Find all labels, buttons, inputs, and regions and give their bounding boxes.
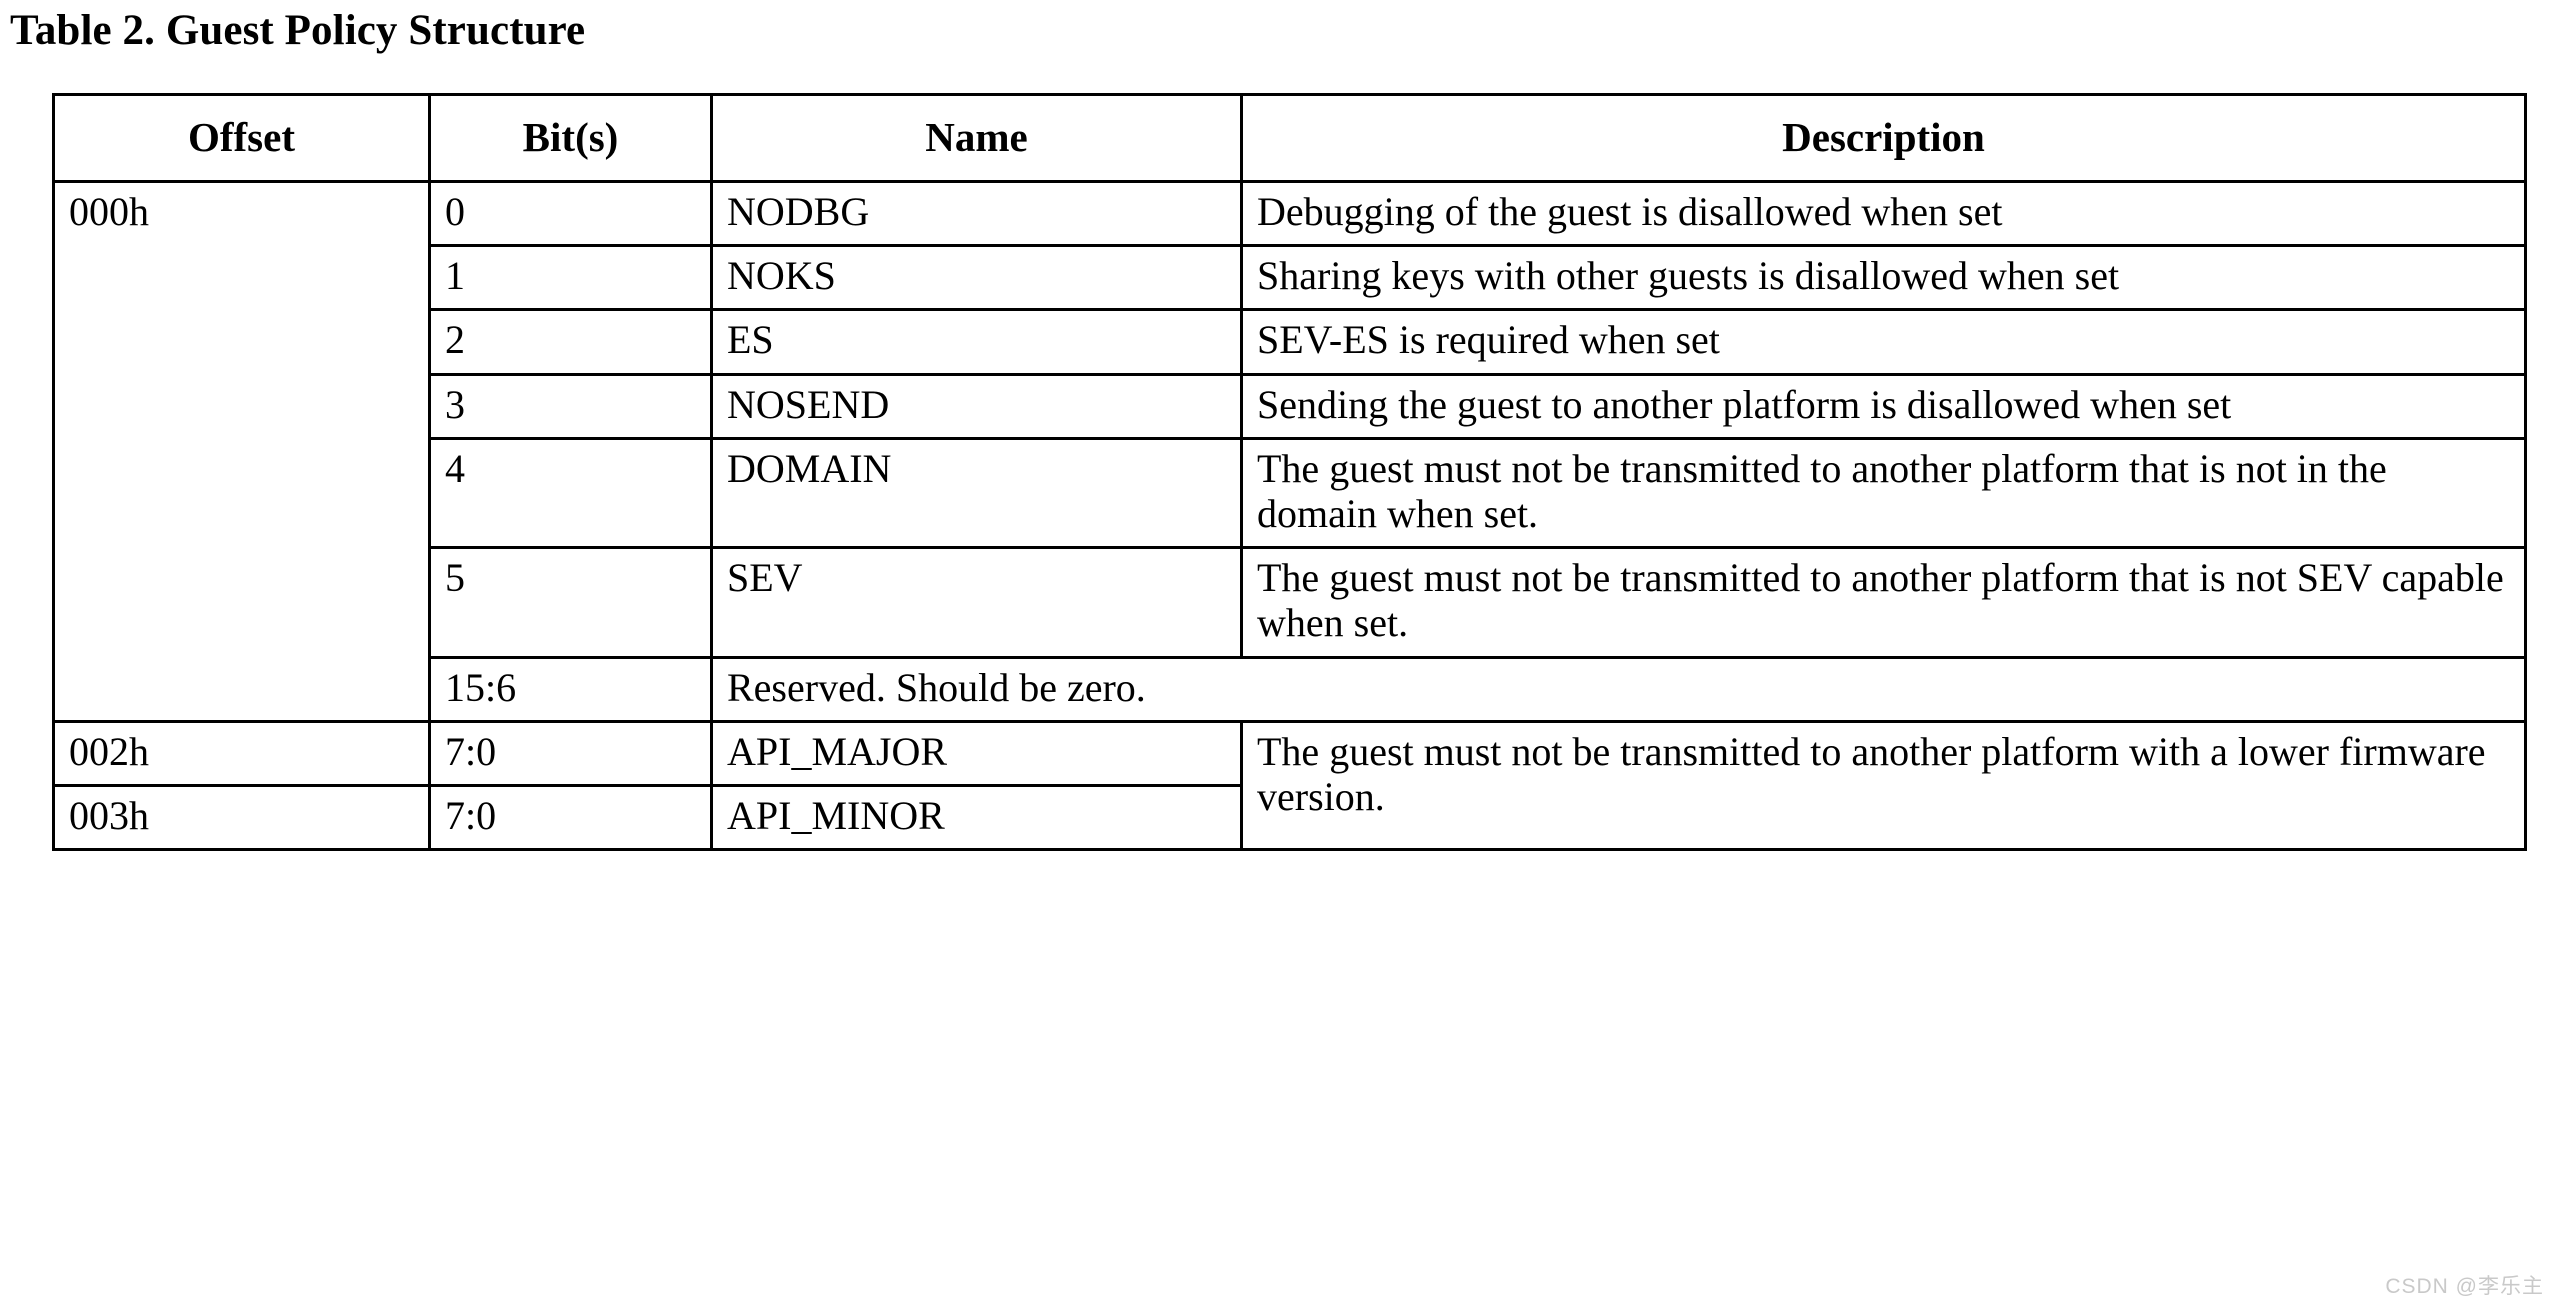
cell-bits: 15:6: [428, 655, 713, 723]
table-caption: Table 2. Guest Policy Structure: [10, 7, 586, 54]
column-header-bits: Bit(s): [428, 93, 713, 183]
cell-bits: 5: [428, 546, 713, 659]
cell-bits: 2: [428, 308, 713, 376]
cell-name: ES: [710, 308, 1243, 376]
cell-description: Debugging of the guest is disallowed whe…: [1240, 179, 2527, 248]
cell-description: The guest must not be transmitted to ano…: [1240, 546, 2527, 659]
table-header-row: Offset Bit(s) Name Description: [52, 93, 2527, 183]
cell-description: Sharing keys with other guests is disall…: [1240, 244, 2527, 312]
table-row: 1 NOKS Sharing keys with other guests is…: [54, 244, 2527, 312]
cell-name: NOSEND: [710, 372, 1243, 440]
table-container: Offset Bit(s) Name Description 000h 0 NO…: [52, 93, 2527, 852]
table-row: 002h 7:0 API_MAJOR The guest must not be…: [52, 719, 2527, 852]
cell-name: NOKS: [710, 244, 1243, 312]
cell-reserved-note: Reserved. Should be zero.: [710, 655, 2527, 723]
column-header-description: Description: [1240, 93, 2527, 183]
cell-bits: 1: [428, 244, 713, 312]
cell-name: API_MAJOR: [710, 719, 1243, 787]
cell-name: NODBG: [710, 179, 1243, 248]
table-row: 2 ES SEV-ES is required when set: [54, 308, 2527, 376]
table-row: 4 DOMAIN The guest must not be transmitt…: [54, 436, 2527, 550]
column-header-name: Name: [710, 93, 1243, 183]
table-row: 003h 7:0 API_MINOR: [52, 783, 2526, 852]
guest-policy-table: Offset Bit(s) Name Description 000h 0 NO…: [52, 93, 2527, 852]
cell-description: The guest must not be transmitted to ano…: [1240, 436, 2527, 550]
cell-name: SEV: [710, 546, 1243, 659]
cell-description: Sending the guest to another platform is…: [1240, 372, 2527, 440]
table-body: 000h 0 NODBG Debugging of the guest is d…: [52, 179, 2527, 852]
cell-description: SEV-ES is required when set: [1240, 308, 2527, 376]
cell-bits: 4: [428, 436, 713, 550]
csdn-watermark: CSDN @李乐主: [2385, 1275, 2544, 1298]
table-row: 000h 0 NODBG Debugging of the guest is d…: [52, 179, 2527, 723]
cell-name: API_MINOR: [710, 783, 1243, 852]
cell-bits: 3: [428, 372, 713, 440]
cell-offset: 000h: [52, 180, 431, 723]
column-header-offset: Offset: [52, 93, 431, 183]
cell-bits: 7:0: [428, 719, 713, 787]
cell-bits: 0: [428, 179, 713, 248]
cell-name: DOMAIN: [710, 436, 1243, 550]
table-row: 15:6 Reserved. Should be zero.: [54, 655, 2527, 723]
cell-description: The guest must not be transmitted to ano…: [1240, 719, 2527, 852]
table-row: 3 NOSEND Sending the guest to another pl…: [54, 372, 2527, 440]
cell-offset: 003h: [52, 783, 431, 852]
cell-offset: 002h: [52, 719, 431, 787]
table-header: Offset Bit(s) Name Description: [52, 93, 2527, 183]
table-row: 5 SEV The guest must not be transmitted …: [54, 546, 2527, 659]
cell-bits: 7:0: [428, 783, 713, 852]
